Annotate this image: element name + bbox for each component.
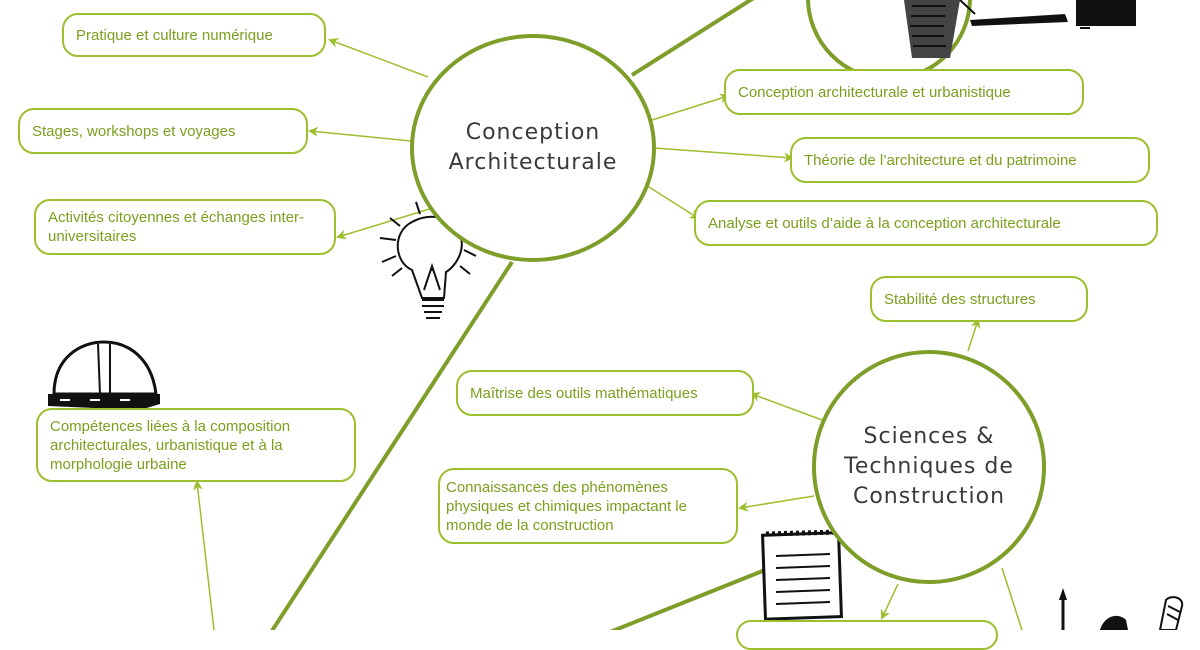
node-connaissances-phenomenes[interactable]: Connaissances des phénomènes physiques e…	[438, 468, 738, 544]
node-bottom-cropped[interactable]	[736, 620, 998, 650]
hub-conception-line-2: Architecturale	[448, 150, 618, 175]
arrow-to-connaissances	[738, 495, 815, 512]
node-pratique-culture-numerique[interactable]: Pratique et culture numérique	[62, 13, 326, 57]
hub-sciences-line-2: Techniques de	[844, 454, 1014, 479]
node-maitrise-outils-mathematiques[interactable]: Maîtrise des outils mathématiques	[456, 370, 754, 416]
hub-conception-line-1: Conception	[465, 120, 601, 145]
drafting-tools-icon	[970, 0, 1136, 29]
connector-layer	[48, 0, 1184, 630]
paintbrush-icon	[1059, 588, 1184, 630]
node-competences-composition[interactable]: Compétences liées à la composition archi…	[36, 408, 356, 482]
arrow-to-bottom-node	[880, 583, 899, 620]
hub-conception-architecturale[interactable]: Conception Architecturale	[410, 34, 656, 262]
node-activites-citoyennes[interactable]: Activités citoyennes et échanges inter-u…	[34, 199, 336, 255]
hub-sciences-line-1: Sciences &	[863, 424, 995, 449]
arrow-to-stabilite	[967, 318, 981, 352]
hub-sciences-line-3: Construction	[852, 484, 1006, 509]
hub-sciences-techniques-construction[interactable]: Sciences & Techniques de Construction	[812, 350, 1046, 584]
arrow-to-pratique	[328, 38, 429, 78]
pencil-cup-icon	[904, 0, 976, 58]
arrow-to-competences	[192, 480, 215, 630]
hard-hat-icon	[48, 340, 160, 410]
notepad-icon	[761, 529, 843, 621]
arrow-to-maitrise	[750, 392, 823, 421]
node-theorie-architecture-patrimoine[interactable]: Théorie de l’architecture et du patrimoi…	[790, 137, 1150, 183]
node-stages-workshops-voyages[interactable]: Stages, workshops et voyages	[18, 108, 308, 154]
arrow-to-theorie	[653, 147, 794, 163]
arrow-to-stages	[308, 126, 412, 142]
arrow-to-analyse	[640, 181, 700, 220]
node-conception-architecturale-urbanistique[interactable]: Conception architecturale et urbanistiqu…	[724, 69, 1084, 115]
hub-link-top	[630, 0, 755, 77]
hub-link-left-down	[270, 260, 514, 630]
node-analyse-outils[interactable]: Analyse et outils d’aide à la conception…	[694, 200, 1158, 246]
arrow-to-conception-archi	[651, 93, 730, 121]
node-stabilite-structures[interactable]: Stabilité des structures	[870, 276, 1088, 322]
connector-bottom-right	[1001, 567, 1023, 630]
